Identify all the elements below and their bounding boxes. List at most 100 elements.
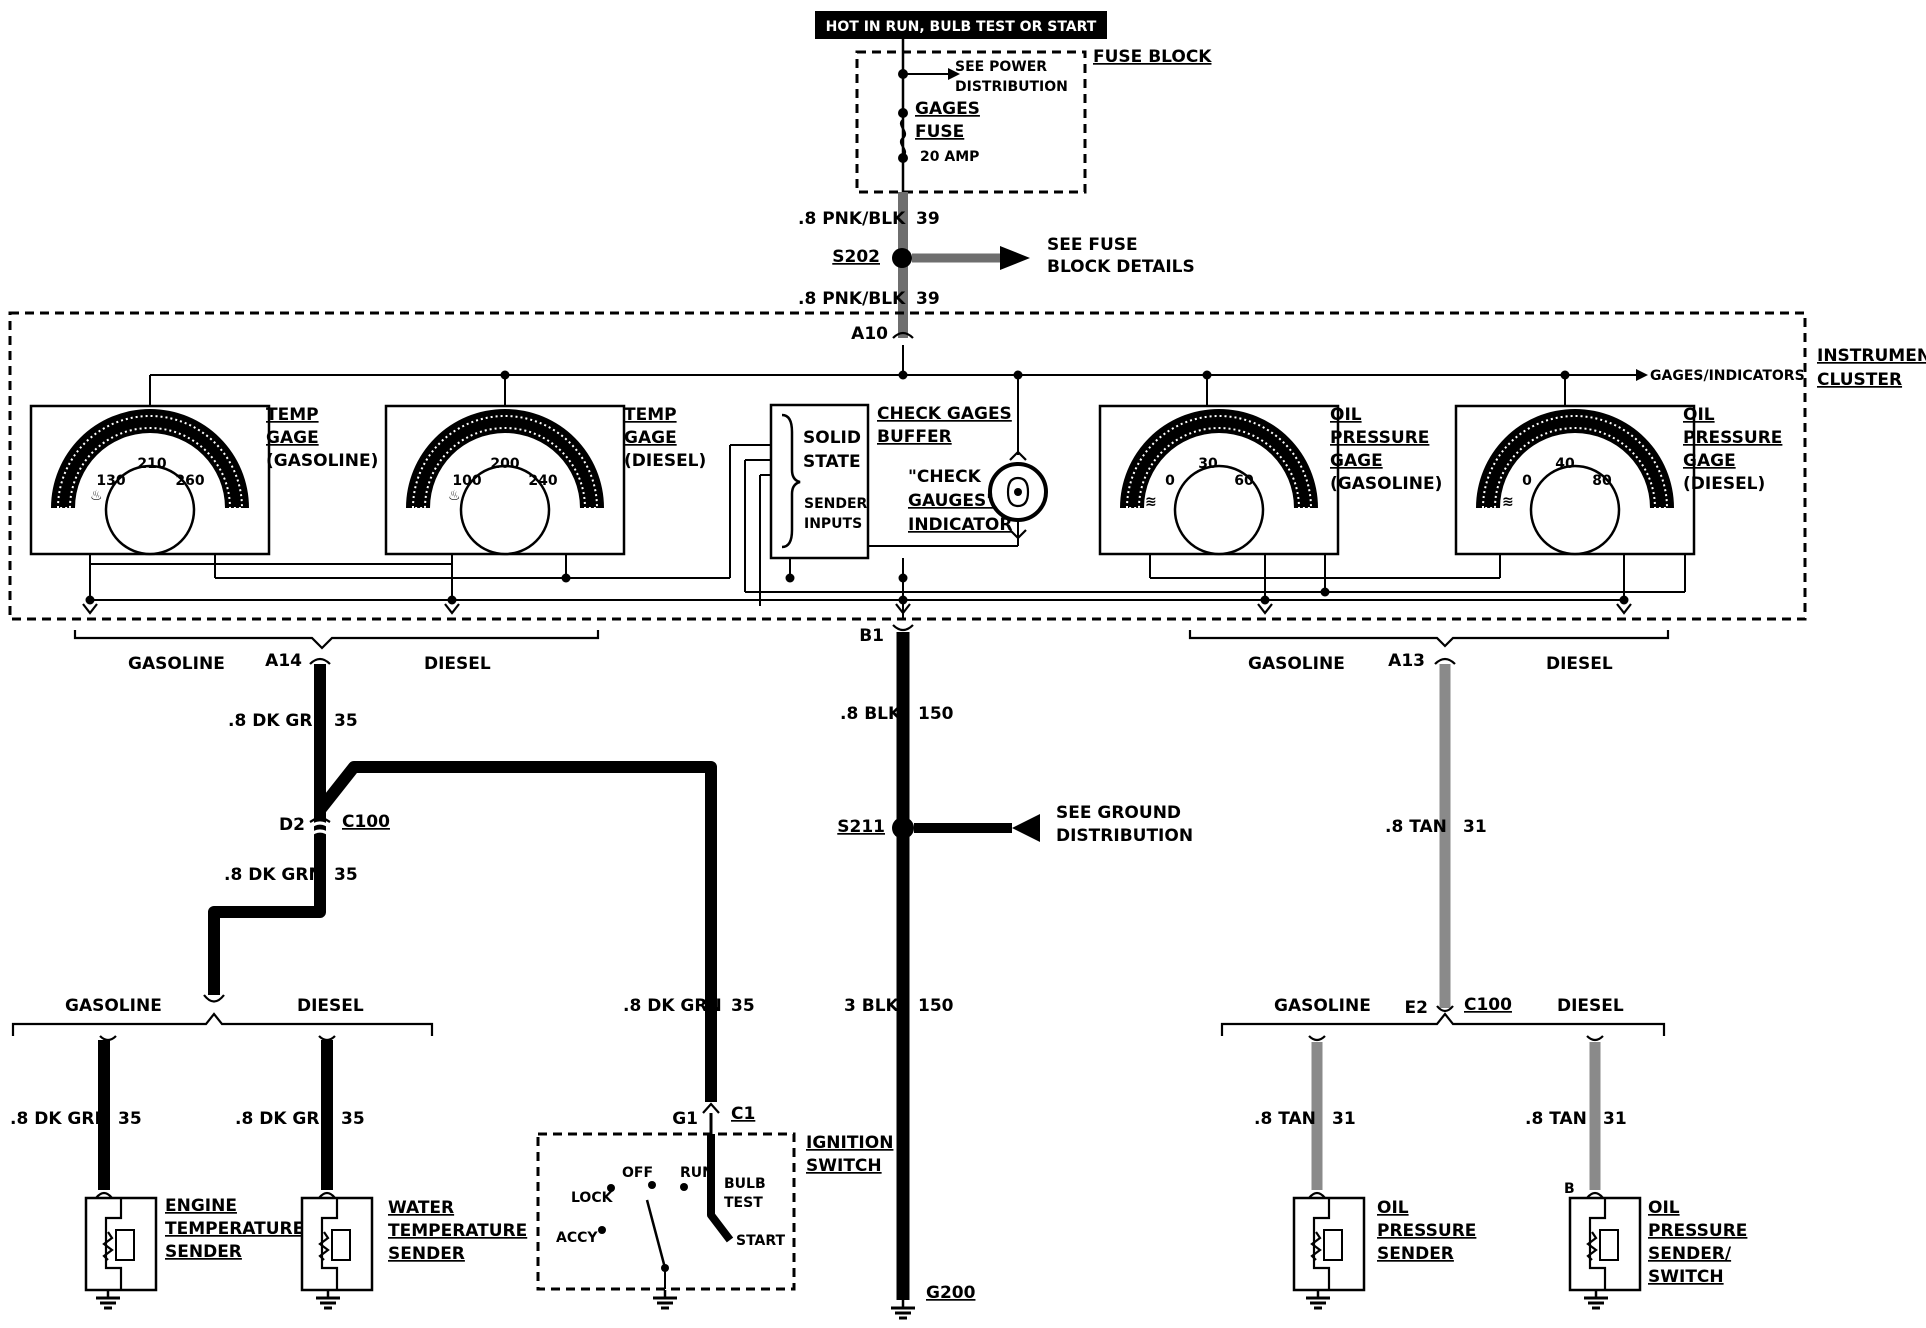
solid-state-module: SOLID STATE SENDER INPUTS: [769, 403, 870, 560]
left-gasoline-label: GASOLINE: [128, 654, 225, 674]
splice-s202-label: S202: [832, 247, 880, 267]
oil-sender-branch: GASOLINE DIESEL A13 .8 TAN 31 E2 C100 GA…: [1188, 630, 1747, 1310]
temp-gage-diesel: 100 200 240 ♨ TEMP GAGE (DIESEL): [384, 404, 706, 556]
oil-gas-title-2: PRESSURE: [1330, 428, 1429, 448]
ignition-title-line2: SWITCH: [806, 1156, 882, 1176]
oil-dsl-title-4: (DIESEL): [1683, 474, 1765, 494]
cluster-ground-arrows: [82, 595, 1632, 615]
oil-pressure-sender: OIL PRESSURE SENDER: [1292, 1196, 1476, 1310]
ground-wire2-label: 3 BLK: [844, 996, 900, 1016]
oil-dsl-title-1: OIL: [1683, 405, 1715, 425]
oil-switch-line4: SWITCH: [1648, 1267, 1724, 1287]
oil-switch-line1: OIL: [1648, 1198, 1680, 1218]
feed-wire-lower-circuit: 39: [916, 289, 940, 309]
indicator-line1: "CHECK: [908, 467, 982, 487]
cluster-title-line2: CLUSTER: [1817, 370, 1902, 390]
temp-dsl-tick-3: 240: [528, 473, 557, 489]
left-wire2-label: .8 DK GRN: [224, 865, 323, 885]
indicator-line2: GAUGES": [908, 491, 995, 511]
right-wire2-label: .8 TAN: [1254, 1109, 1316, 1129]
left-diesel2-label: DIESEL: [297, 996, 364, 1016]
left-wire4-circuit: 35: [341, 1109, 365, 1129]
left-diesel-label: DIESEL: [424, 654, 491, 674]
water-temperature-sender: WATER TEMPERATURE SENDER: [300, 1196, 527, 1310]
temp-dsl-title-2: GAGE: [624, 428, 677, 448]
connector-g1: G1: [672, 1109, 698, 1129]
oil-gas-tick-3: 60: [1234, 473, 1254, 489]
right-gasoline-label: GASOLINE: [1248, 654, 1345, 674]
left-wire1-label: .8 DK GRN: [228, 711, 327, 731]
left-gasoline2-label: GASOLINE: [65, 996, 162, 1016]
buffer-line1: CHECK GAGES: [877, 404, 1012, 424]
oil-dsl-tick-3: 80: [1592, 473, 1612, 489]
oil-sender-line3: SENDER: [1377, 1244, 1454, 1264]
water-sender-line3: SENDER: [388, 1244, 465, 1264]
ign-lock-label: LOCK: [571, 1190, 614, 1206]
oil-switch-line3: SENDER/: [1648, 1244, 1732, 1264]
connector-b: B: [1564, 1181, 1575, 1197]
oil-sender-line1: OIL: [1377, 1198, 1409, 1218]
connector-c100-right: C100: [1464, 995, 1512, 1015]
brace-icon: [781, 413, 801, 549]
left-wire1-circuit: 35: [334, 711, 358, 731]
temp-gas-tick-3: 260: [175, 473, 204, 489]
ground-dist-line1: SEE GROUND: [1056, 803, 1181, 823]
water-sender-line1: WATER: [388, 1198, 454, 1218]
feed-wire: .8 PNK/BLK 39 S202 SEE FUSE BLOCK DETAIL…: [798, 192, 1195, 344]
fuse-block-title: FUSE BLOCK: [1093, 47, 1212, 67]
power-distribution-line2: DISTRIBUTION: [955, 79, 1068, 95]
oil-pressure-gage-gasoline: 0 30 60 ≋ OIL PRESSURE GAGE (GASOLINE): [1098, 404, 1442, 556]
right-diesel-label: DIESEL: [1546, 654, 1613, 674]
splice-s211-label: S211: [837, 817, 885, 837]
temp-dsl-title-3: (DIESEL): [624, 451, 706, 471]
solid-state-line2: STATE: [803, 452, 861, 472]
oil-gas-title-3: GAGE: [1330, 451, 1383, 471]
indicator-line3: INDICATOR: [908, 515, 1012, 535]
oil-pressure-sender-switch: OIL PRESSURE SENDER/ SWITCH: [1568, 1196, 1747, 1310]
temp-dsl-title-1: TEMP: [624, 405, 677, 425]
power-source-label: HOT IN RUN, BULB TEST OR START: [826, 19, 1097, 35]
ign-bulb-label: BULB: [724, 1176, 766, 1192]
oil-dsl-tick-2: 40: [1555, 456, 1575, 472]
engine-sender-line3: SENDER: [165, 1242, 242, 1262]
ign-test-label: TEST: [724, 1195, 763, 1211]
gages-fuse-line1: GAGES: [915, 99, 980, 119]
connector-c1: C1: [731, 1104, 755, 1124]
connector-a13: A13: [1388, 651, 1425, 671]
right-wire1-label: .8 TAN: [1385, 817, 1447, 837]
connector-a14: A14: [265, 651, 302, 671]
right-wire3-circuit: 31: [1603, 1109, 1627, 1129]
oil-dsl-title-2: PRESSURE: [1683, 428, 1782, 448]
fuse-icon: [899, 119, 907, 157]
right-wire3-label: .8 TAN: [1525, 1109, 1587, 1129]
power-distribution-line1: SEE POWER: [955, 59, 1047, 75]
solid-state-line1: SOLID: [803, 428, 861, 448]
power-source: HOT IN RUN, BULB TEST OR START: [815, 11, 1107, 39]
ground-wire1-circuit: 150: [918, 704, 954, 724]
temp-gas-tick-1: 130: [96, 473, 125, 489]
engine-sender-line1: ENGINE: [165, 1196, 237, 1216]
connector-e2: E2: [1405, 998, 1428, 1018]
fuse-details-line2: BLOCK DETAILS: [1047, 257, 1195, 277]
temp-gas-title-3: (GASOLINE): [266, 451, 378, 471]
ign-wire-circuit: 35: [731, 996, 755, 1016]
ign-run-label: RUN: [680, 1165, 714, 1181]
fuse-details-line1: SEE FUSE: [1047, 235, 1138, 255]
engine-sender-line2: TEMPERATURE: [165, 1219, 304, 1239]
temp-sender-branch: GASOLINE DIESEL A14 .8 DK GRN 35 D2 C100…: [10, 630, 717, 1310]
power-distribution-arrow-icon: [948, 68, 960, 80]
buffer-line2: BUFFER: [877, 427, 952, 447]
left-wire3-circuit: 35: [118, 1109, 142, 1129]
connector-b1: B1: [859, 626, 884, 646]
connector-a10: A10: [851, 324, 888, 344]
water-sender-line2: TEMPERATURE: [388, 1221, 527, 1241]
left-wire4-label: .8 DK GRN: [235, 1109, 334, 1129]
oil-sender-line2: PRESSURE: [1377, 1221, 1476, 1241]
temp-gas-title-1: TEMP: [266, 405, 319, 425]
oil-can-icon: ≋: [1502, 494, 1514, 510]
splice-s211: [892, 817, 914, 839]
temp-gas-title-2: GAGE: [266, 428, 319, 448]
fuse-details-arrow-icon: [1000, 246, 1030, 270]
connector-d2: D2: [279, 815, 305, 835]
